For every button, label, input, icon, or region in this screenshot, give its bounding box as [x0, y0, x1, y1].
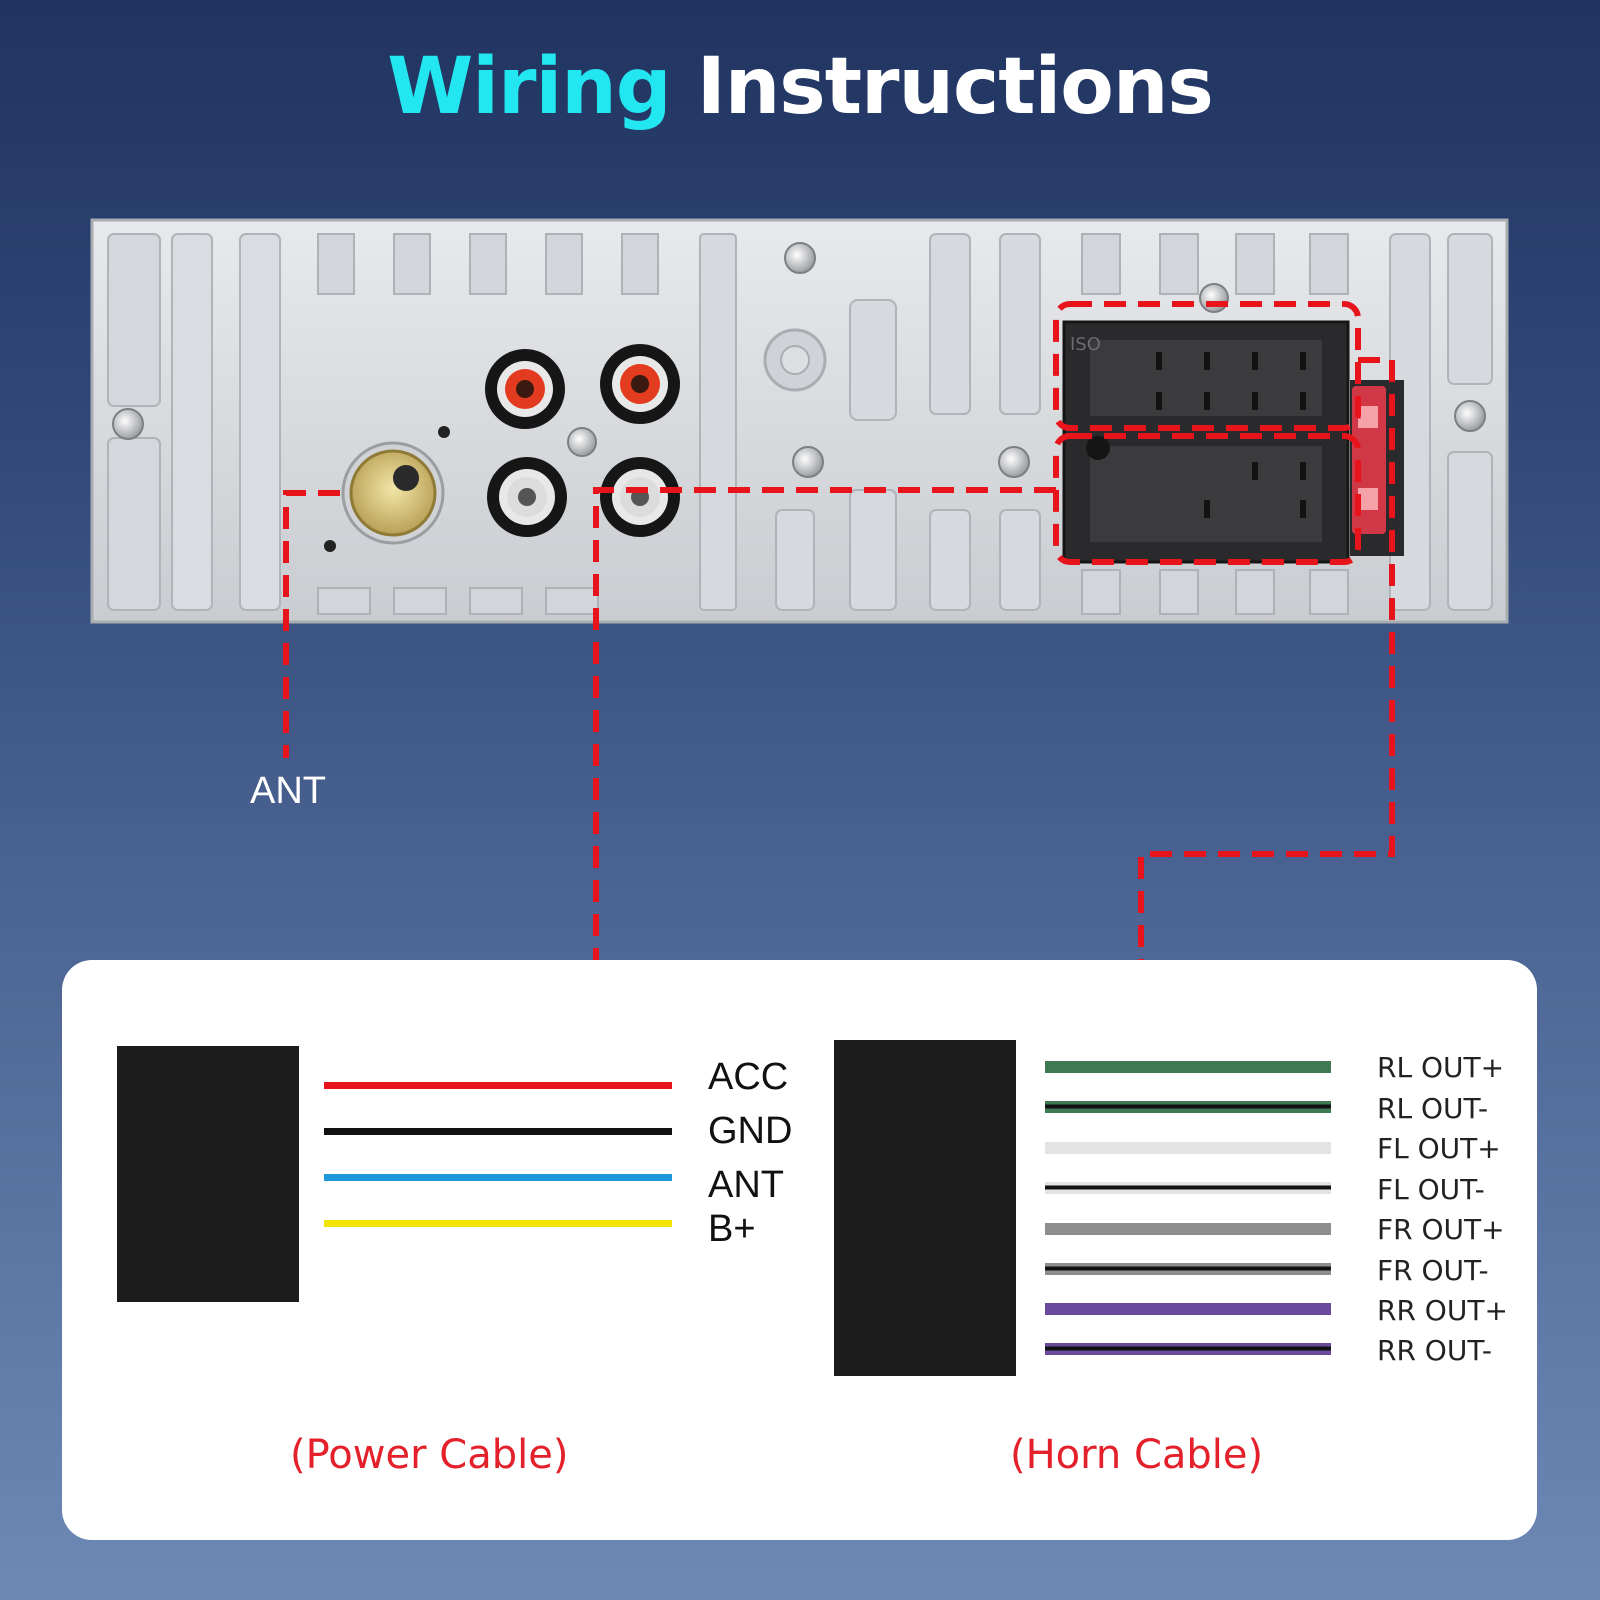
horn-cable-caption: (Horn Cable)	[1010, 1432, 1264, 1478]
iso-connector: ISO	[1062, 320, 1350, 564]
power-wire-label: GND	[708, 1110, 793, 1152]
horn-wire	[1045, 1343, 1331, 1355]
horn-wire-label: RR OUT-	[1377, 1334, 1492, 1367]
power-wire-label: ACC	[708, 1056, 789, 1098]
page-title: Wiring Instructions	[0, 48, 1600, 126]
horn-wire	[1045, 1182, 1331, 1194]
cable-legend-card: ACC GND ANT B+ (Power Cable) RL OUT+ RL …	[62, 960, 1537, 1540]
power-wire	[324, 1174, 672, 1181]
horn-wire	[1045, 1142, 1331, 1154]
horn-wire-label: RR OUT+	[1377, 1294, 1508, 1327]
horn-plug	[834, 1040, 1016, 1376]
power-wire	[324, 1082, 672, 1089]
horn-wire	[1045, 1223, 1331, 1235]
horn-wire-label: RL OUT-	[1377, 1092, 1489, 1125]
horn-cable-callout-line	[1138, 357, 1395, 1032]
power-cable-callout-line	[593, 487, 1056, 1032]
power-wire-label: ANT	[708, 1164, 784, 1206]
antenna-jack-icon	[324, 426, 450, 552]
title-accent: Wiring	[387, 42, 671, 132]
svg-text:ISO: ISO	[1070, 334, 1101, 355]
power-wire-label: B+	[708, 1208, 756, 1250]
rca-jack-icon	[485, 344, 680, 537]
horn-wire	[1045, 1263, 1331, 1275]
horn-connector-highlight	[1053, 301, 1361, 431]
callout-lines	[283, 301, 1395, 1032]
power-connector-highlight	[1053, 433, 1361, 565]
power-plug	[117, 1046, 299, 1302]
antenna-label: ANT	[250, 770, 326, 812]
horn-wire-label: FR OUT-	[1377, 1254, 1489, 1287]
power-cable-caption: (Power Cable)	[290, 1432, 569, 1478]
horn-wire	[1045, 1061, 1331, 1073]
horn-wire-label: FR OUT+	[1377, 1213, 1505, 1246]
antenna-callout-line	[283, 490, 340, 758]
title-rest: Instructions	[696, 42, 1214, 132]
horn-wire	[1045, 1101, 1331, 1113]
horn-wire-label: FL OUT-	[1377, 1173, 1485, 1206]
horn-wire	[1045, 1303, 1331, 1315]
power-wire	[324, 1220, 672, 1227]
horn-wire-label: FL OUT+	[1377, 1132, 1501, 1165]
power-wire	[324, 1128, 672, 1135]
horn-wire-label: RL OUT+	[1377, 1051, 1505, 1084]
